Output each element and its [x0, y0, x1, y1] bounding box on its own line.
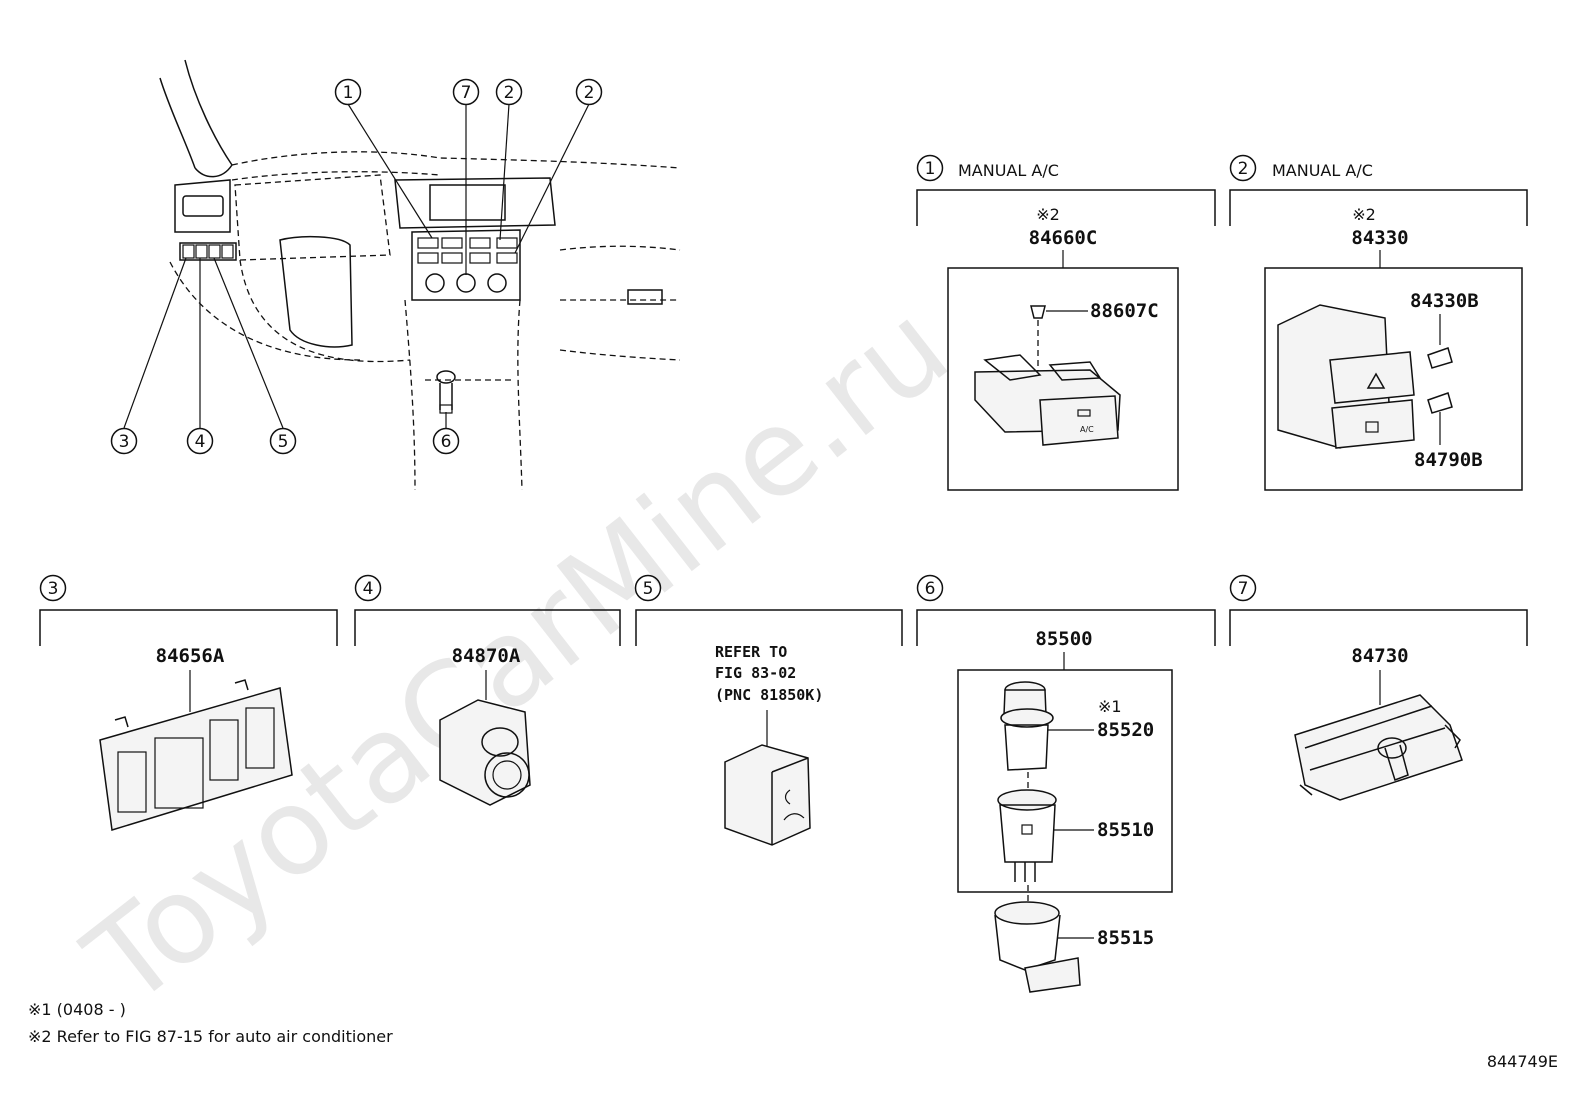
callout-4: 4: [186, 427, 214, 455]
group-3: 3 84656A: [39, 574, 338, 831]
part-84330B: 84330B: [1410, 290, 1479, 312]
group-6-note: ※1: [1098, 697, 1122, 716]
callout-6: 6: [432, 427, 460, 455]
part-85515: 85515: [1097, 927, 1154, 949]
part-84790B: 84790B: [1414, 449, 1483, 471]
callout-3: 3: [110, 427, 138, 455]
group-2-title: MANUAL A/C: [1272, 161, 1373, 180]
light-icon: [784, 789, 791, 805]
svg-text:1: 1: [343, 83, 354, 103]
ref-line-3: (PNC 81850K): [715, 686, 823, 704]
overview-leaders: [123, 103, 590, 429]
group-2-number: 2: [1238, 159, 1249, 179]
group-1-manual-ac: 1 MANUAL A/C ※2 84660C 88607C A/C: [916, 154, 1216, 491]
svg-text:2: 2: [504, 83, 515, 103]
svg-text:4: 4: [195, 432, 206, 452]
part-85520: 85520: [1097, 719, 1154, 741]
callout-2a: 2: [495, 78, 523, 106]
group-7: 7 84730: [1229, 574, 1528, 801]
svg-text:3: 3: [119, 432, 130, 452]
part-84660C: 84660C: [1029, 227, 1098, 249]
svg-text:5: 5: [278, 432, 289, 452]
part-85510: 85510: [1097, 819, 1154, 841]
svg-text:6: 6: [441, 432, 452, 452]
overview-callouts: 1 7 2 2 3 4 5 6: [110, 78, 603, 455]
group-1-number: 1: [925, 159, 936, 179]
part-84730: 84730: [1351, 645, 1408, 667]
group-2-manual-ac: 2 MANUAL A/C ※2 84330 84330B 84790B: [1229, 154, 1528, 491]
group-5: 5 REFER TO FIG 83-02 (PNC 81850K): [634, 574, 903, 846]
dashboard-overview: [159, 59, 681, 491]
callout-2b: 2: [575, 78, 603, 106]
group-1-note: ※2: [1036, 205, 1060, 224]
group-5-number: 5: [643, 579, 654, 599]
svg-text:2: 2: [584, 83, 595, 103]
ref-line-2: FIG 83-02: [715, 664, 796, 682]
group-7-number: 7: [1238, 579, 1249, 599]
group-1-title: MANUAL A/C: [958, 161, 1059, 180]
callout-5: 5: [269, 427, 297, 455]
defroster-icon: [1365, 421, 1379, 433]
group-4-number: 4: [363, 579, 374, 599]
figure-id: 844749E: [1487, 1052, 1558, 1071]
svg-text:7: 7: [461, 83, 472, 103]
group-2-note: ※2: [1352, 205, 1376, 224]
group-6-number: 6: [925, 579, 936, 599]
part-88607C: 88607C: [1090, 300, 1159, 322]
ref-line-1: REFER TO: [715, 643, 787, 661]
part-84330: 84330: [1351, 227, 1408, 249]
part-85500: 85500: [1035, 628, 1092, 650]
ac-icon: A/C: [1080, 425, 1094, 434]
footnote-2: ※2 Refer to FIG 87-15 for auto air condi…: [28, 1027, 393, 1046]
callout-1: 1: [334, 78, 362, 106]
hazard-icon: [1366, 372, 1386, 389]
callout-7: 7: [452, 78, 480, 106]
part-84656A: 84656A: [156, 645, 225, 667]
group-3-number: 3: [48, 579, 59, 599]
group-4: 4 84870A: [354, 574, 621, 806]
footnote-1: ※1 (0408 - ): [28, 1000, 126, 1019]
part-84870A: 84870A: [452, 645, 521, 667]
group-6: 6 85500 ※1 85520 85510 85515: [916, 574, 1216, 993]
